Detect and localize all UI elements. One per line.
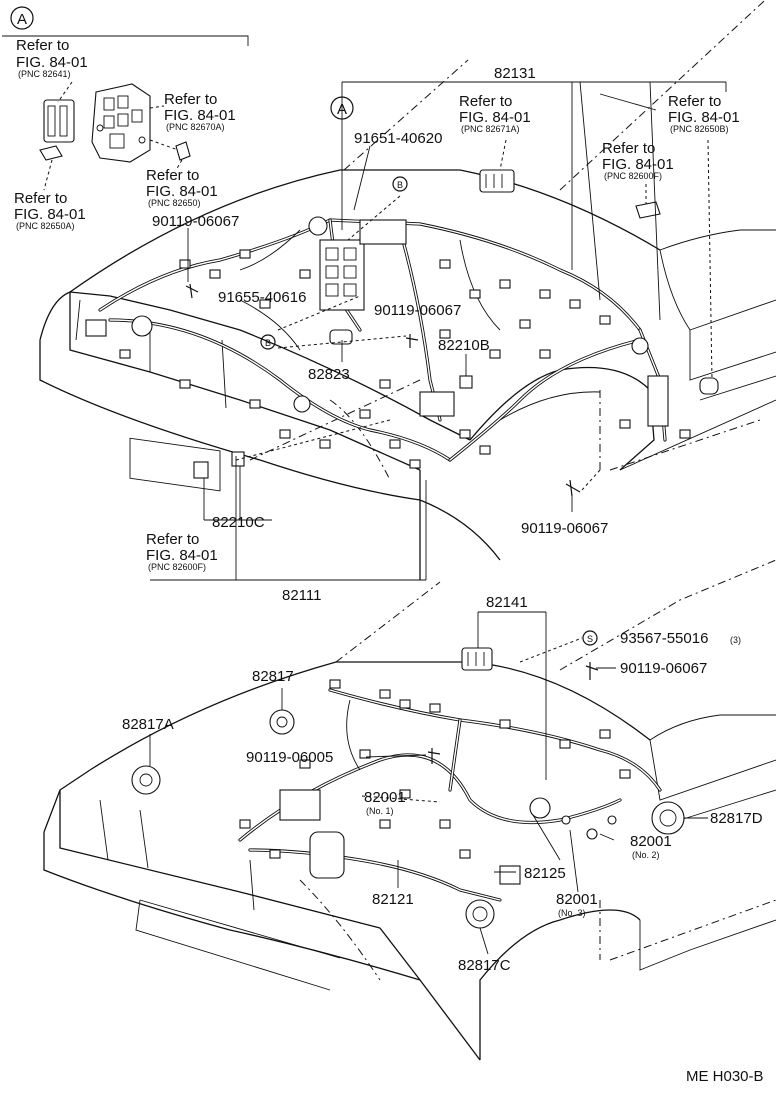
part-91655-40616: 91655-40616 bbox=[218, 289, 306, 306]
refer-b-line1: Refer to bbox=[164, 91, 217, 108]
refer-d-line1: Refer to bbox=[14, 190, 67, 207]
part-82817C: 82817C bbox=[458, 957, 511, 974]
part-90119-06067-d: 90119-06067 bbox=[620, 660, 707, 677]
part-90119-06067-c: 90119-06067 bbox=[521, 520, 608, 537]
part-82001-no1: 82001 bbox=[364, 789, 406, 806]
mark-a: A bbox=[337, 101, 347, 118]
refer-a-line2: FIG. 84-01 bbox=[16, 54, 88, 71]
lower-labels: 82141 S 93567-55016 (3) 90119-06067 8281… bbox=[122, 594, 764, 1085]
refer-b-line2: FIG. 84-01 bbox=[164, 107, 236, 124]
part-82817A: 82817A bbox=[122, 716, 174, 733]
refer-g-line2: FIG. 84-01 bbox=[602, 156, 674, 173]
refer-f-line1: Refer to bbox=[668, 93, 721, 110]
refer-f-line3: (PNC 82650B) bbox=[670, 124, 729, 134]
lower-leader-lines bbox=[149, 611, 708, 955]
inset-a: A Refer to FIG. 84-01 (PNC 82641) Refer … bbox=[2, 6, 249, 231]
part-82817D: 82817D bbox=[710, 810, 763, 827]
diagram-code: ME H030-B bbox=[686, 1068, 764, 1085]
refer-e-line2: FIG. 84-01 bbox=[459, 109, 531, 126]
refer-h-line2: FIG. 84-01 bbox=[146, 547, 218, 564]
engine-wire-harness bbox=[75, 218, 667, 462]
refer-a-line1: Refer to bbox=[16, 37, 69, 54]
part-82001-no3: 82001 bbox=[556, 891, 598, 908]
part-82121: 82121 bbox=[372, 891, 414, 908]
part-82111: 82111 bbox=[282, 587, 322, 604]
part-91651-40620: 91651-40620 bbox=[354, 130, 442, 147]
part-82125: 82125 bbox=[524, 865, 566, 882]
part-82001-no2: 82001 bbox=[630, 833, 672, 850]
mark-b-upper: B bbox=[397, 180, 403, 190]
refer-d-line3: (PNC 82650A) bbox=[16, 221, 75, 231]
part-82131: 82131 bbox=[494, 65, 536, 82]
upper-labels: A 82131 Refer to FIG. 84-01 (PNC 82671A)… bbox=[146, 65, 740, 604]
refer-h-line1: Refer to bbox=[146, 531, 199, 548]
part-82210B: 82210B bbox=[438, 337, 490, 354]
part-82001-no2-note: (No. 2) bbox=[632, 850, 660, 860]
refer-a-line3: (PNC 82641) bbox=[18, 69, 71, 79]
part-82823: 82823 bbox=[308, 366, 350, 383]
upper-connectors bbox=[85, 169, 719, 497]
refer-b-line3: (PNC 82670A) bbox=[166, 122, 225, 132]
inset-a-border bbox=[2, 35, 249, 46]
refer-c-line2: FIG. 84-01 bbox=[146, 183, 218, 200]
lower-vehicle bbox=[43, 559, 776, 1061]
mark-b-lower: B bbox=[265, 338, 271, 348]
refer-c-line3: (PNC 82650) bbox=[148, 198, 201, 208]
mark-a-circle-inset bbox=[10, 6, 34, 30]
refer-f-line2: FIG. 84-01 bbox=[668, 109, 740, 126]
refer-g-line3: (PNC 82600F) bbox=[604, 171, 662, 181]
refer-e-line3: (PNC 82671A) bbox=[461, 124, 520, 134]
refer-e-line1: Refer to bbox=[459, 93, 512, 110]
refer-d-line2: FIG. 84-01 bbox=[14, 206, 86, 223]
part-82141: 82141 bbox=[486, 594, 528, 611]
part-90119-06067-a: 90119-06067 bbox=[152, 213, 239, 230]
part-90119-06067-b: 90119-06067 bbox=[374, 302, 461, 319]
part-82817: 82817 bbox=[252, 668, 294, 685]
upper-leader-lines bbox=[150, 81, 727, 581]
refer-g-line1: Refer to bbox=[602, 140, 655, 157]
part-82210C: 82210C bbox=[212, 514, 265, 531]
part-90119-06005: 90119-06005 bbox=[246, 749, 333, 766]
mark-a-inset: A bbox=[17, 11, 27, 28]
relay-block-illustration bbox=[39, 83, 191, 163]
part-82001-no1-note: (No. 1) bbox=[366, 806, 394, 816]
part-93567-55016: 93567-55016 bbox=[620, 630, 708, 647]
mark-s: S bbox=[587, 634, 593, 644]
refer-h-line3: (PNC 82600F) bbox=[148, 562, 206, 572]
refer-c-line1: Refer to bbox=[146, 167, 199, 184]
upper-vehicle bbox=[39, 0, 776, 580]
part-93567-qty: (3) bbox=[730, 635, 741, 645]
part-82001-no3-note: (No. 3) bbox=[558, 908, 586, 918]
